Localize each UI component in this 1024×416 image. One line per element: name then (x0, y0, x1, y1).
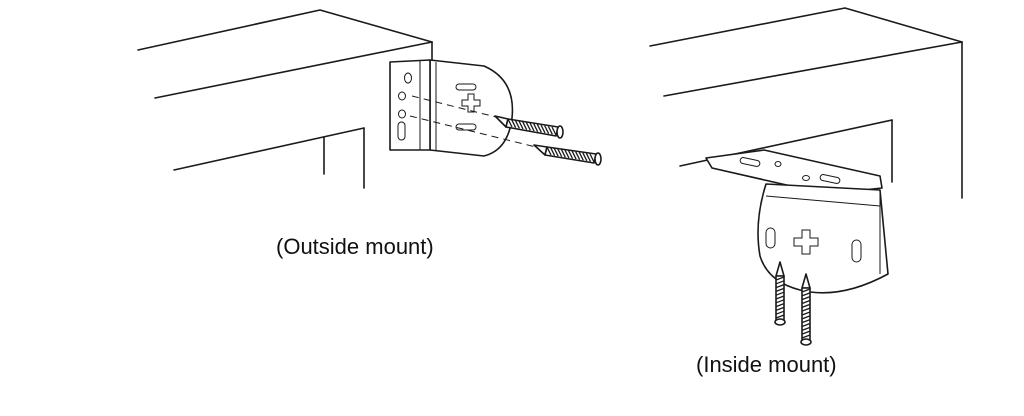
screw-thread (775, 276, 785, 281)
screw-thread (529, 122, 535, 132)
screw-thread (525, 122, 531, 131)
screw-thread (571, 150, 577, 160)
screw-thread (801, 303, 811, 308)
screw-thread (511, 119, 517, 128)
screw-thread (801, 315, 811, 320)
screw-thread (540, 124, 546, 134)
screw-thread (775, 283, 785, 289)
screw-thread (582, 152, 588, 162)
screw-thread (801, 307, 811, 312)
screw-thread (801, 330, 811, 335)
screw-thread (589, 153, 595, 163)
outside-mount-illustration (137, 9, 602, 189)
screw-thread (801, 296, 811, 301)
screw-thread (560, 149, 566, 158)
screw-thread (551, 126, 557, 136)
screw-thread (564, 149, 570, 159)
screw-thread (775, 310, 785, 315)
screw-thread (801, 311, 811, 316)
screw-thread (801, 326, 811, 331)
screw-thread (775, 287, 785, 293)
screw-thread (547, 126, 553, 135)
screw-thread (518, 120, 524, 130)
screw-thread (575, 151, 581, 160)
screw-thread (585, 153, 591, 162)
screw-thread (557, 148, 563, 158)
outside-screw-upper (494, 115, 564, 139)
screw-thread (801, 319, 811, 324)
screw-thread (514, 120, 520, 129)
screw-thread (567, 150, 574, 159)
screw-thread (544, 125, 550, 134)
screw-thread (775, 302, 785, 308)
outside-mount-caption: (Outside mount) (276, 234, 434, 259)
outside-window-frame (137, 9, 433, 189)
screw-thread (533, 123, 539, 132)
screw-thread (801, 292, 811, 297)
inside-mount-caption: (Inside mount) (696, 352, 837, 377)
screw-thread (546, 146, 552, 156)
screw-thread (507, 118, 513, 128)
screw-thread (775, 295, 785, 300)
screw-thread (801, 299, 811, 305)
screw-thread (775, 299, 785, 304)
inside-mount-bracket (705, 149, 889, 294)
inside-mount-illustration (649, 7, 963, 346)
screw-thread (775, 306, 785, 312)
screw-thread (578, 151, 584, 161)
inside-screw-right (800, 273, 812, 346)
screw-thread (775, 291, 785, 296)
screw-thread (775, 314, 785, 319)
screw-thread (801, 322, 811, 328)
screw-thread (536, 124, 542, 133)
outside-screw-lower (533, 144, 602, 166)
inside-screw-left (774, 261, 786, 326)
screw-thread (775, 280, 785, 285)
screw-thread (801, 334, 811, 339)
screw-thread (801, 288, 811, 293)
screw-thread (550, 147, 556, 156)
screw-thread (522, 121, 528, 130)
outside-mount-bracket (389, 59, 541, 157)
screw-thread (553, 147, 559, 157)
